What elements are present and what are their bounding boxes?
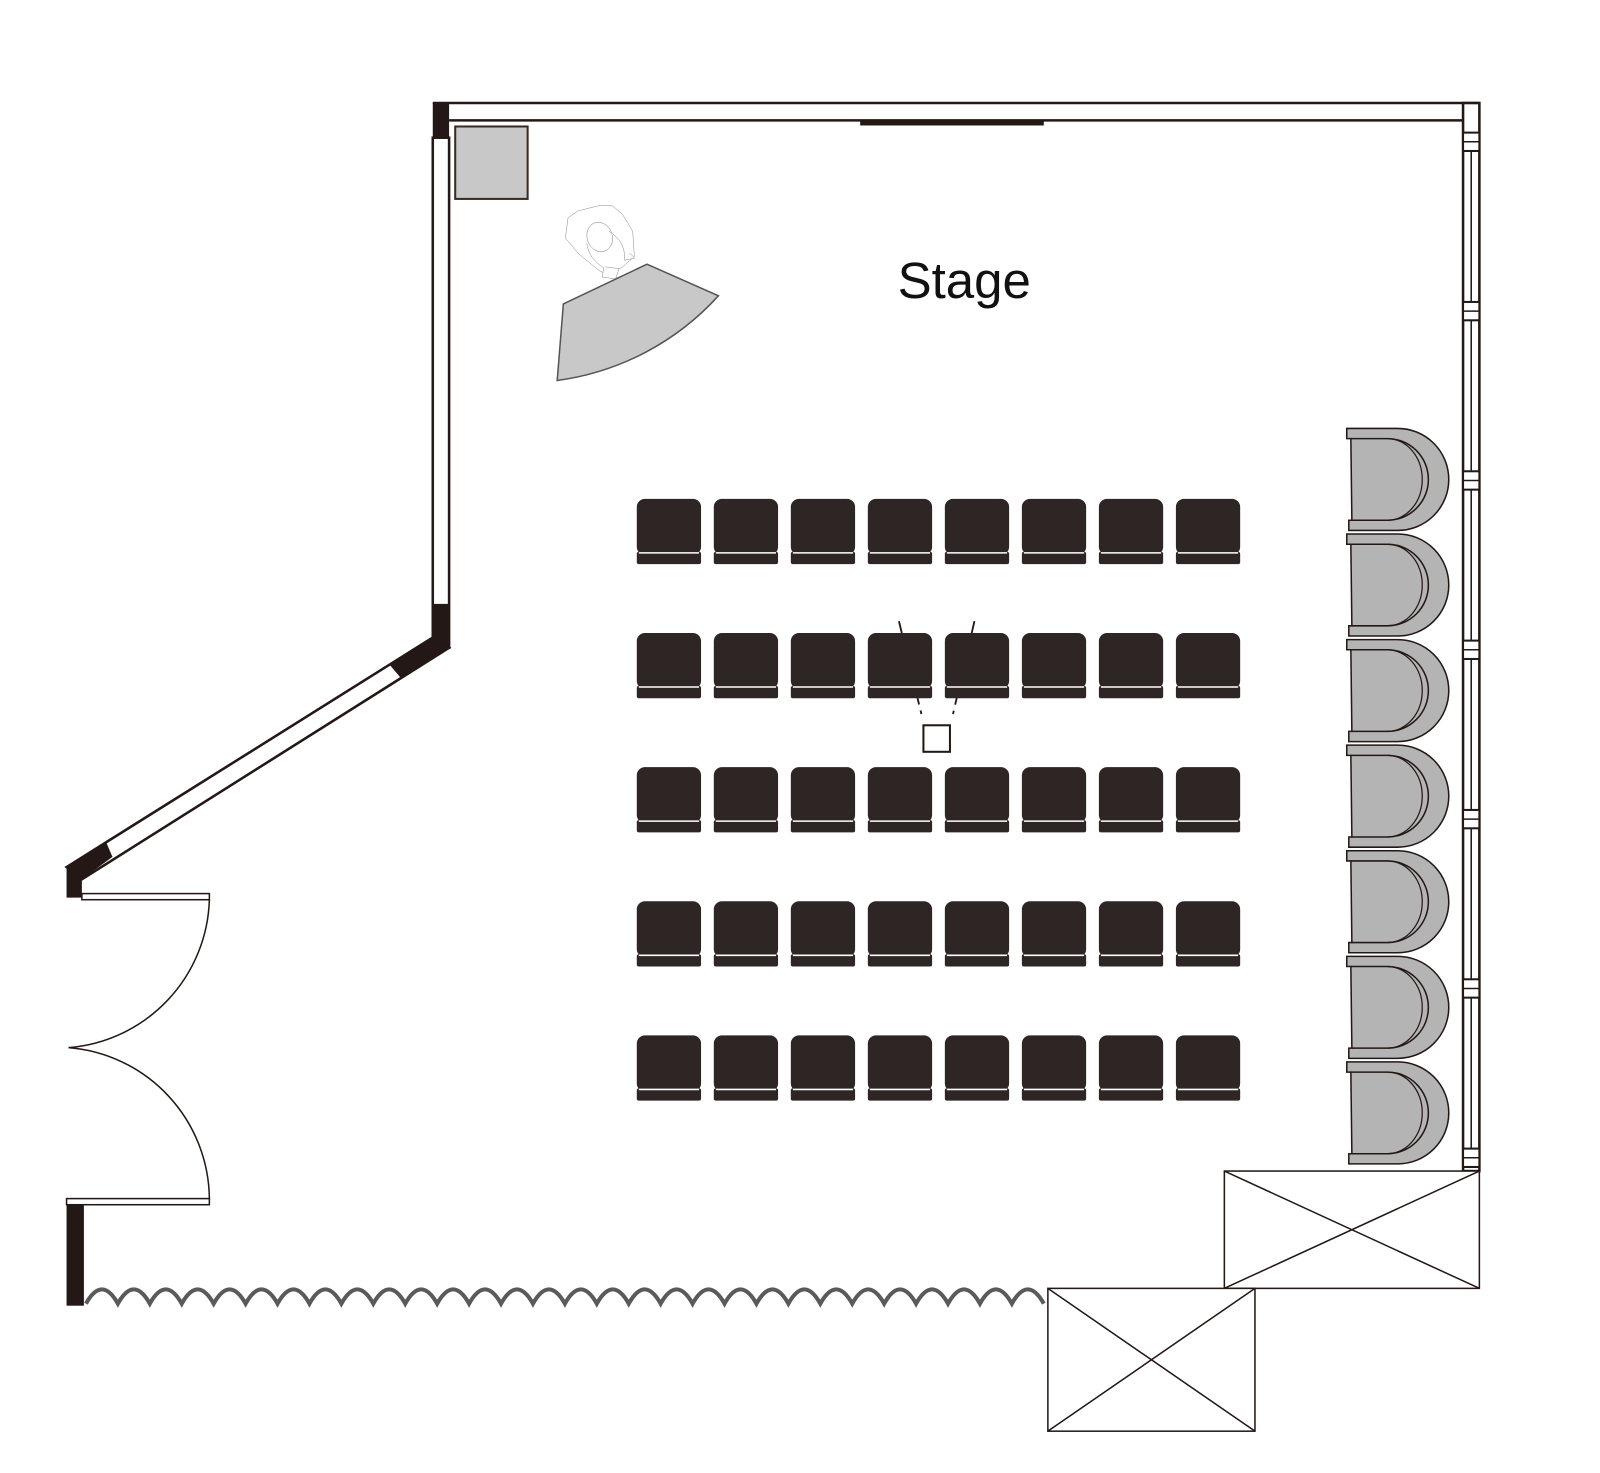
seat bbox=[1175, 767, 1241, 833]
column-box-bottom bbox=[1047, 1287, 1256, 1432]
lectern-box bbox=[454, 125, 529, 200]
seat bbox=[790, 632, 856, 699]
seat bbox=[1175, 498, 1241, 565]
seat bbox=[790, 498, 856, 565]
stage-desk bbox=[556, 263, 720, 382]
mullion bbox=[1462, 300, 1481, 322]
seat bbox=[636, 767, 702, 833]
left-upper-wall bbox=[431, 136, 451, 650]
seat bbox=[790, 767, 856, 833]
seat bbox=[1098, 498, 1164, 565]
side-seat bbox=[1345, 427, 1450, 532]
left-upper-wall-pier bbox=[432, 603, 450, 648]
seat bbox=[1175, 1035, 1241, 1101]
window-mullions bbox=[1462, 131, 1481, 1168]
person-icon bbox=[565, 205, 635, 280]
curtain bbox=[84, 1287, 1046, 1308]
top-wall-corner bbox=[432, 103, 450, 138]
mullion bbox=[1462, 470, 1481, 491]
screen-bar bbox=[860, 120, 1044, 126]
door-leaf-lower bbox=[65, 1197, 211, 1206]
seat bbox=[1175, 901, 1241, 967]
seat bbox=[713, 498, 779, 565]
seat bbox=[713, 767, 779, 833]
seat bbox=[1175, 632, 1241, 699]
mullion bbox=[1462, 978, 1481, 999]
column-box-right bbox=[1223, 1170, 1481, 1290]
side-seat bbox=[1345, 638, 1450, 743]
seat bbox=[1098, 1035, 1164, 1101]
seat bbox=[944, 1035, 1010, 1101]
seat bbox=[636, 901, 702, 967]
seat bbox=[636, 632, 702, 699]
seat bbox=[636, 498, 702, 565]
seat bbox=[944, 767, 1010, 833]
seat bbox=[867, 498, 933, 565]
side-seat bbox=[1345, 744, 1450, 848]
side-seating bbox=[1345, 427, 1450, 1165]
seat bbox=[944, 632, 1010, 699]
mullion bbox=[1462, 131, 1481, 152]
seat bbox=[944, 498, 1010, 565]
seat bbox=[713, 1035, 779, 1101]
door-swing-upper bbox=[68, 899, 211, 1049]
seat bbox=[1021, 498, 1087, 565]
side-seat bbox=[1345, 955, 1450, 1060]
seat bbox=[790, 1035, 856, 1101]
diagonal-wall-pier-bottom bbox=[66, 842, 113, 898]
seat bbox=[1021, 1035, 1087, 1101]
seat bbox=[790, 901, 856, 967]
mullion bbox=[1462, 639, 1481, 660]
top-wall bbox=[432, 101, 1480, 122]
side-seat bbox=[1345, 1061, 1450, 1165]
diagonal-wall-pier-top bbox=[389, 637, 450, 679]
stage-label: Stage bbox=[898, 252, 1031, 309]
seat bbox=[1098, 767, 1164, 833]
side-seat bbox=[1345, 849, 1450, 954]
seat bbox=[1021, 767, 1087, 833]
seat bbox=[867, 1035, 933, 1101]
side-seat bbox=[1345, 533, 1450, 637]
seat bbox=[1098, 632, 1164, 699]
left-lower-wall bbox=[66, 1203, 84, 1306]
seat bbox=[713, 901, 779, 967]
seat bbox=[867, 767, 933, 833]
seat bbox=[636, 1035, 702, 1101]
door-leaf-upper bbox=[81, 892, 211, 901]
seat bbox=[944, 901, 1010, 967]
seat bbox=[867, 632, 933, 699]
seat bbox=[1021, 901, 1087, 967]
door-swing-lower bbox=[68, 1046, 211, 1199]
seat bbox=[1021, 632, 1087, 699]
diagonal-wall bbox=[64, 636, 452, 881]
mullion bbox=[1462, 1147, 1481, 1168]
audience-seating bbox=[636, 498, 1241, 1101]
mullion bbox=[1462, 808, 1481, 830]
seat bbox=[1098, 901, 1164, 967]
seat bbox=[713, 632, 779, 699]
seat bbox=[867, 901, 933, 967]
